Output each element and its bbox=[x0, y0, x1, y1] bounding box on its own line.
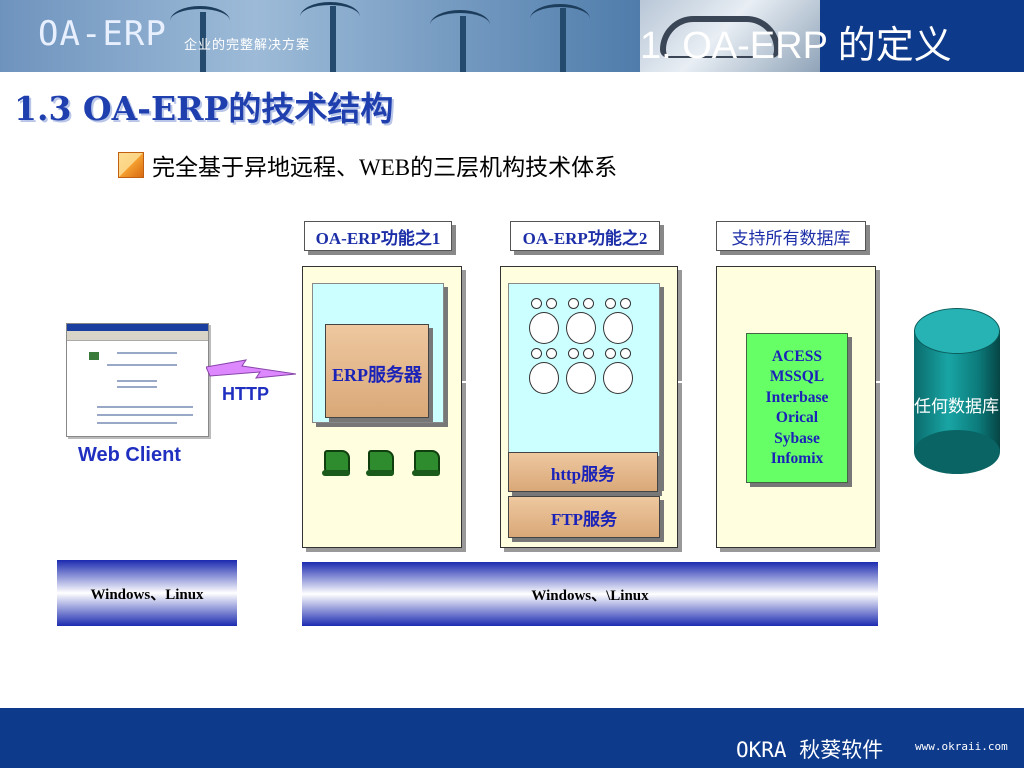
palm-trunk bbox=[330, 6, 336, 72]
bullet-text: 完全基于异地远程、WEB的三层机构技术体系 bbox=[152, 155, 618, 180]
user-icon bbox=[602, 298, 636, 344]
palm-leaves bbox=[300, 2, 360, 32]
module-scroll-icon bbox=[366, 450, 394, 476]
client-os-bar: Windows、Linux bbox=[57, 560, 237, 626]
tier1-label: OA-ERP功能之1 bbox=[304, 221, 452, 251]
server-os-label: Windows、\Linux bbox=[531, 587, 649, 604]
header-palm-image bbox=[0, 0, 640, 72]
erp-server-box: ERP服务器 bbox=[325, 324, 429, 418]
palm-trunk bbox=[460, 16, 466, 72]
palm-trunk bbox=[560, 8, 566, 72]
lightning-bolt-icon bbox=[206, 359, 296, 379]
square-bullet-icon bbox=[118, 152, 144, 178]
bullet-point: 完全基于异地远程、WEB的三层机构技术体系 bbox=[118, 150, 617, 180]
footer-url: www.okraii.com bbox=[915, 740, 1008, 753]
database-name: MSSQL bbox=[769, 368, 825, 385]
footer-brand: OKRA 秋葵软件 bbox=[736, 738, 884, 762]
ftp-service-box: FTP服务 bbox=[508, 496, 660, 538]
database-name: Infomix bbox=[770, 450, 824, 467]
module-scroll-icon bbox=[322, 450, 350, 476]
connector-line bbox=[678, 381, 716, 383]
user-icon bbox=[565, 348, 599, 394]
tier3-label: 支持所有数据库 bbox=[716, 221, 866, 251]
any-database-label: 任何数据库 bbox=[914, 397, 999, 417]
slide-title: 1. OA-ERP 的定义 bbox=[640, 25, 952, 67]
telephone-image bbox=[640, 0, 820, 72]
database-cylinder-icon: 任何数据库 bbox=[914, 308, 1000, 474]
database-name: Interbase bbox=[765, 388, 829, 406]
palm-trunk bbox=[200, 12, 206, 72]
user-icon bbox=[565, 298, 599, 344]
footer-bar: OKRA 秋葵软件 www.okraii.com bbox=[0, 708, 1024, 768]
client-os-label: Windows、Linux bbox=[90, 586, 204, 603]
connector-line bbox=[876, 381, 914, 383]
browser-screenshot-icon bbox=[66, 323, 209, 437]
http-label: HTTP bbox=[222, 384, 269, 404]
header-banner: OA-ERP 企业的完整解决方案 1. OA-ERP 的定义 bbox=[0, 0, 1024, 72]
erp-server-label: ERP服务器 bbox=[332, 365, 422, 385]
database-name: ACESS bbox=[772, 347, 822, 365]
http-service-box: http服务 bbox=[508, 452, 658, 492]
database-name: Sybase bbox=[774, 429, 820, 447]
palm-leaves bbox=[530, 4, 590, 34]
palm-leaves bbox=[170, 6, 230, 36]
server-os-bar: Windows、\Linux bbox=[302, 562, 878, 626]
tier2-label: OA-ERP功能之2 bbox=[510, 221, 660, 251]
ftp-service-label: FTP服务 bbox=[550, 509, 618, 529]
header-title-area bbox=[820, 0, 1024, 72]
http-service-label: http服务 bbox=[550, 464, 616, 484]
web-client-label: Web Client bbox=[78, 444, 181, 466]
palm-leaves bbox=[430, 10, 490, 40]
connector-line bbox=[462, 381, 500, 383]
database-name: Orical bbox=[775, 409, 819, 426]
database-list: ACESS MSSQL Interbase Orical Sybase Info… bbox=[746, 333, 848, 483]
telephone-icon bbox=[660, 16, 780, 58]
module-scroll-icon bbox=[412, 450, 440, 476]
user-icon bbox=[528, 348, 562, 394]
user-icon bbox=[528, 298, 562, 344]
section-title: 1.3 OA-ERP的技术结构 bbox=[14, 89, 394, 128]
logo-text: OA-ERP bbox=[38, 14, 167, 54]
user-icon bbox=[602, 348, 636, 394]
logo-tagline: 企业的完整解决方案 bbox=[184, 38, 311, 53]
